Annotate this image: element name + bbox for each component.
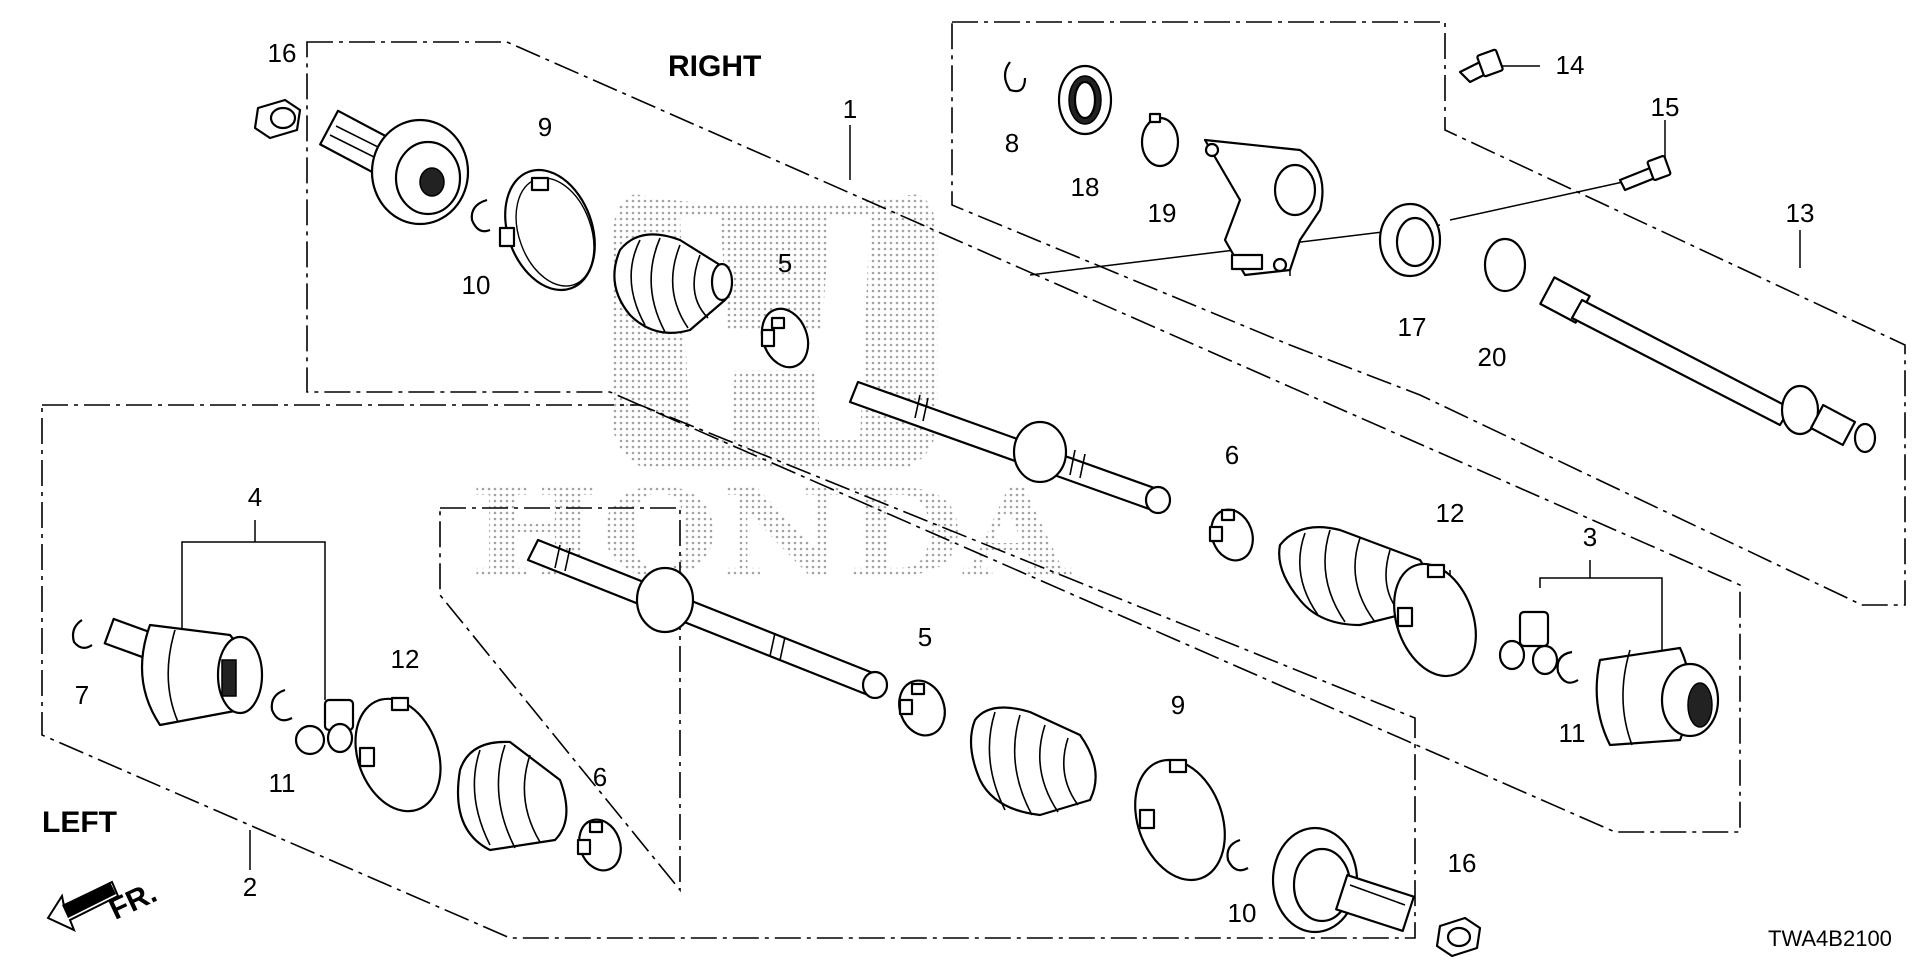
callout-9-top: 9 (538, 112, 552, 142)
callout-5-left: 5 (918, 622, 932, 652)
boot-band-12-right (1393, 562, 1477, 678)
boot-band-9-top (498, 168, 596, 292)
half-shaft-13 (1539, 276, 1877, 454)
bolt-15 (1618, 154, 1672, 192)
bolt-14 (1458, 48, 1504, 84)
half-shaft-assembly (1003, 48, 1877, 454)
inner-housing-right (1595, 646, 1720, 747)
callout-2: 2 (243, 872, 257, 902)
callout-12-right: 12 (1436, 498, 1465, 528)
outer-boot-left (969, 706, 1097, 817)
tripod-joint-right (1498, 610, 1559, 676)
callout-1: 1 (843, 94, 857, 124)
callout-11-right: 11 (1559, 718, 1586, 748)
callout-8: 8 (1005, 128, 1019, 158)
boot-band-5-left (898, 679, 946, 737)
callout-11-left: 11 (269, 768, 296, 798)
svg-text:HONDA: HONDA (470, 463, 1072, 604)
callouts: 1 2 3 4 5 5 6 6 7 8 9 9 10 10 11 11 12 1… (75, 38, 1815, 928)
outer-cv-joint-left (1271, 826, 1415, 934)
outer-cv-joint-right (319, 109, 470, 226)
callout-17: 17 (1398, 312, 1427, 342)
callout-14: 14 (1556, 50, 1585, 80)
left-assembly (71, 538, 1482, 958)
flange-nut-16-top (253, 98, 302, 140)
callout-4: 4 (248, 482, 262, 512)
outer-boot-right (613, 233, 734, 334)
callout-6-left: 6 (593, 762, 607, 792)
flange-nut-16-bottom (1435, 916, 1482, 958)
tripod-joint-left (294, 698, 355, 756)
driveshaft-right (848, 380, 1172, 515)
callout-18: 18 (1071, 172, 1100, 202)
callout-15: 15 (1651, 92, 1680, 122)
callout-3: 3 (1583, 522, 1597, 552)
inner-housing-left (103, 617, 264, 727)
callout-9-left: 9 (1171, 690, 1185, 720)
callout-10-top: 10 (462, 270, 491, 300)
boot-band-12-left (354, 696, 442, 813)
callout-19: 19 (1148, 198, 1177, 228)
inner-boot-left (456, 740, 568, 852)
right-assembly (253, 98, 1720, 747)
diagram-code: TWA4B2100 (1768, 926, 1892, 951)
left-label: LEFT (42, 806, 117, 839)
callout-12-left: 12 (391, 644, 420, 674)
boot-band-5-top (760, 307, 810, 369)
callout-7: 7 (75, 680, 89, 710)
callout-13: 13 (1786, 198, 1815, 228)
callout-16-bottom: 16 (1448, 848, 1477, 878)
callout-5-top: 5 (778, 248, 792, 278)
boot-band-9-left (1134, 758, 1226, 882)
callout-20: 20 (1478, 342, 1507, 372)
callout-16-top: 16 (268, 38, 297, 68)
boot-band-6-left (576, 818, 622, 872)
callout-6-top: 6 (1225, 440, 1239, 470)
support-bracket (1203, 138, 1324, 277)
boot-band-6-top (1208, 508, 1254, 562)
group-outlines (41, 21, 1906, 939)
driveshaft-left (526, 538, 889, 700)
front-direction-arrow: FR. (46, 876, 162, 932)
callout-10-left: 10 (1228, 898, 1257, 928)
right-label: RIGHT (668, 50, 761, 83)
